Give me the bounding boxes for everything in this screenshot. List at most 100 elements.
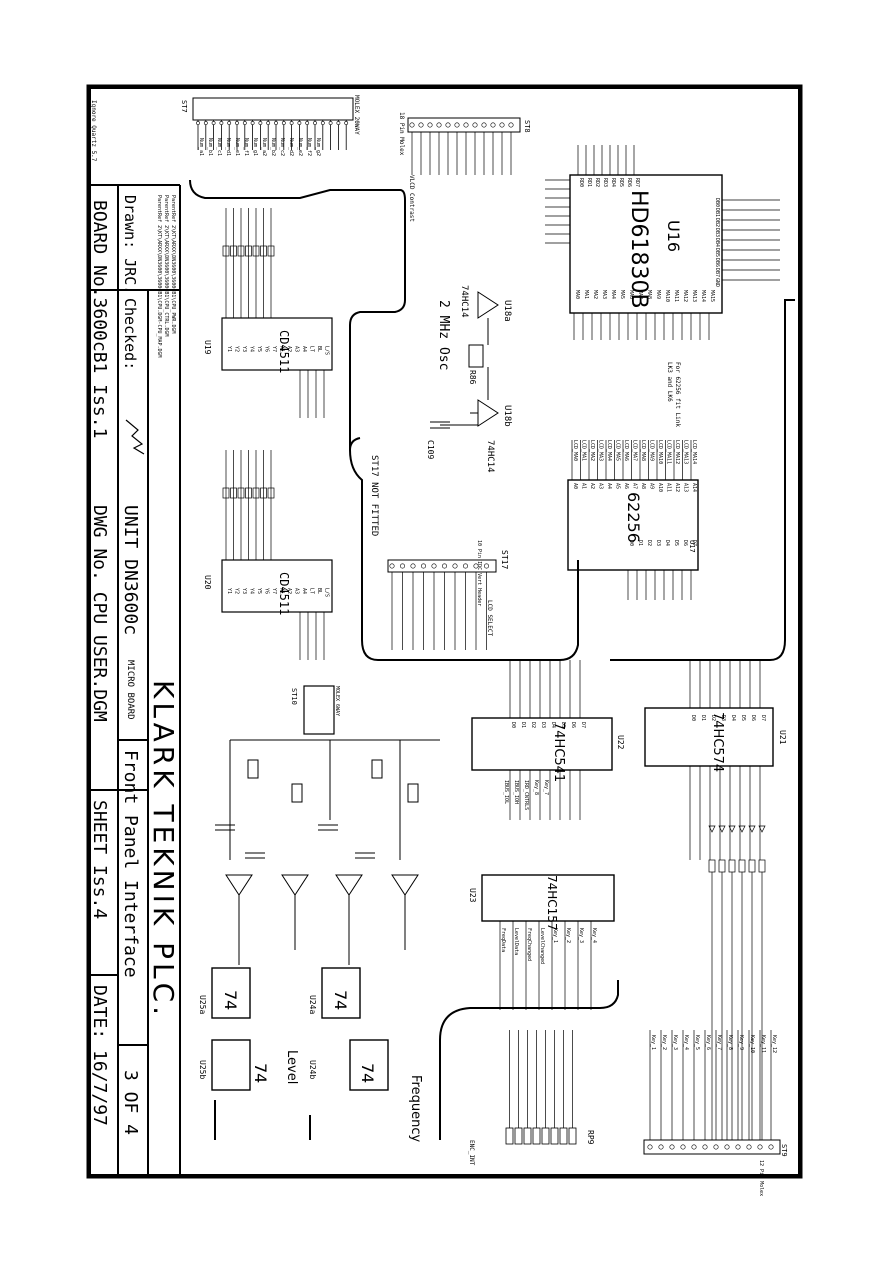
u16-pin-label: MA0 [574, 290, 580, 299]
st7-pin [274, 121, 278, 125]
u16-pin-label: DB2 [714, 218, 720, 227]
u23-ref: U23 [468, 888, 477, 903]
u16-pin-label: MA6 [628, 290, 634, 299]
u21-pin-label: D2 [710, 715, 716, 721]
st7-type: MOLEX 20WAY [353, 95, 360, 135]
lcd-net-label: LCD_MA6 [623, 440, 629, 461]
segment-resistor [267, 487, 275, 499]
u16-pin-label: MA10 [664, 290, 670, 302]
cd4511-pin-label: Y5 [256, 346, 262, 352]
u17-part: 62256 [624, 492, 643, 543]
led-resistor [728, 859, 736, 873]
u22-pin-label: D4 [550, 722, 556, 728]
led-diode [718, 825, 726, 833]
st8-type: 18 Pin Molex [398, 112, 405, 156]
cd4511-pin-label: LT [309, 346, 315, 352]
u22-ref: U22 [616, 735, 625, 750]
u17-pin-label: A12 [674, 483, 680, 492]
lcd-net-label: LCD_MA14 [691, 440, 697, 464]
u22-pin-label: D7 [580, 722, 586, 728]
st7-pin [242, 121, 247, 125]
lcd-net-label: LCD_MA9 [649, 440, 655, 461]
u17-pin-label: A9 [649, 483, 655, 489]
u17-pin-label: D4 [664, 540, 670, 546]
st17-connector: ST17 10 Pin IDC Vert Header ST17 NOT FIT… [369, 455, 509, 650]
u17-pin-label: D6 [682, 540, 688, 546]
led-diode [708, 825, 716, 833]
rp9-resistor [568, 1127, 577, 1145]
enc-int-label: ENC_INT [468, 1140, 475, 1166]
st17-pin [410, 563, 416, 569]
drawing-number: DWG No. CPU_USER.DGM [89, 505, 110, 722]
lcd-net-label: LCD_MA11 [666, 440, 672, 464]
st17-pin [452, 563, 458, 569]
segment-resistor [260, 245, 267, 257]
u25a-part: 74 [221, 990, 240, 1010]
st7-pin [250, 121, 255, 125]
u16-pin-label: DB6 [714, 258, 720, 267]
u22-net-label: Key_8 [533, 780, 539, 795]
u16-pin-label: RD6 [626, 178, 632, 187]
u24b-part: 74 [358, 1063, 377, 1083]
u16-pin-label: MA15 [709, 290, 715, 302]
st7-net-label: Num_f1 [243, 138, 249, 156]
st7-pin [297, 121, 302, 125]
u17-pin-label: D2 [646, 540, 652, 546]
u18b-ref: U18b [502, 405, 512, 427]
u16-pin-label: MA5 [619, 290, 625, 299]
led-diode [748, 825, 756, 833]
st9-pin [658, 1144, 664, 1150]
u16-pin-label: MA13 [691, 290, 697, 302]
u23-net-label: LevelChanged [539, 928, 545, 964]
st9-pin [647, 1144, 653, 1150]
u16-pin-label: MA1 [583, 290, 589, 299]
segment-resistor [237, 487, 245, 499]
st17-label: ST17 [500, 550, 509, 569]
rp7-network [215, 739, 440, 860]
st8-pin [508, 122, 514, 128]
parent-ref-2: ParentRef 2\KT\ARXX\DN3600\3600CB1\CPU_C… [163, 195, 169, 336]
st7-pin [336, 121, 341, 125]
title-block: Drawn: JRC. Checked: BOARD No.3600cB1 Is… [88, 184, 181, 1177]
st9-pin [757, 1144, 763, 1150]
st7-pin [328, 121, 333, 125]
st17-pin [389, 563, 395, 569]
st9-pin [680, 1144, 686, 1150]
encoder-inverters [225, 874, 419, 965]
st10-connector: ST10 MOLEX 6WAY [290, 685, 340, 735]
u23-net-label: Key_3 [578, 928, 584, 943]
cd4511-pin-label: Y1 [226, 346, 232, 352]
st7-pin [196, 121, 200, 125]
st17-pin [431, 563, 437, 569]
u23-net-label: FreqChanged [526, 928, 532, 961]
checked-label: Checked: [121, 298, 139, 370]
u18a-part: 74HC14 [459, 285, 469, 318]
u16-pin-label: RD7 [634, 178, 640, 187]
st9-net-label: Key_7 [716, 1035, 722, 1050]
cd4511-pin-label: A4 [301, 346, 307, 352]
u23-net-label: Key_2 [565, 928, 571, 943]
u16-hd61830b: HD61830B U16 DB0DB1DB2DB3DB4DB5DB6DB7GND… [545, 145, 780, 340]
cd4511-pin-label: L/S [324, 588, 330, 597]
cd4511-pin-label: Y6 [264, 588, 270, 594]
u21-pin-label: D4 [730, 715, 736, 721]
u19-ref: U19 [203, 340, 212, 355]
u16-pin-label: DB0 [714, 198, 720, 207]
st7-pin [258, 121, 263, 125]
u22-part: 74HC541 [551, 722, 566, 782]
u25b-part: 74 [251, 1063, 270, 1083]
signature-mark [125, 419, 145, 455]
u16-pin-label: MA2 [592, 290, 598, 299]
st8-pin [454, 122, 460, 128]
u16-pin-label: MA8 [646, 290, 652, 299]
st17-type: 10 Pin IDC Vert Header [476, 540, 482, 606]
u16-pin-label: MA14 [700, 290, 706, 302]
u17-pin-label: A3 [598, 483, 604, 489]
cd4511-pin-label: Y5 [256, 588, 262, 594]
u22-net-label: Key_7 [543, 780, 549, 795]
sheet-issue: SHEET Iss.4 [89, 800, 110, 919]
st8-pin [472, 122, 478, 128]
